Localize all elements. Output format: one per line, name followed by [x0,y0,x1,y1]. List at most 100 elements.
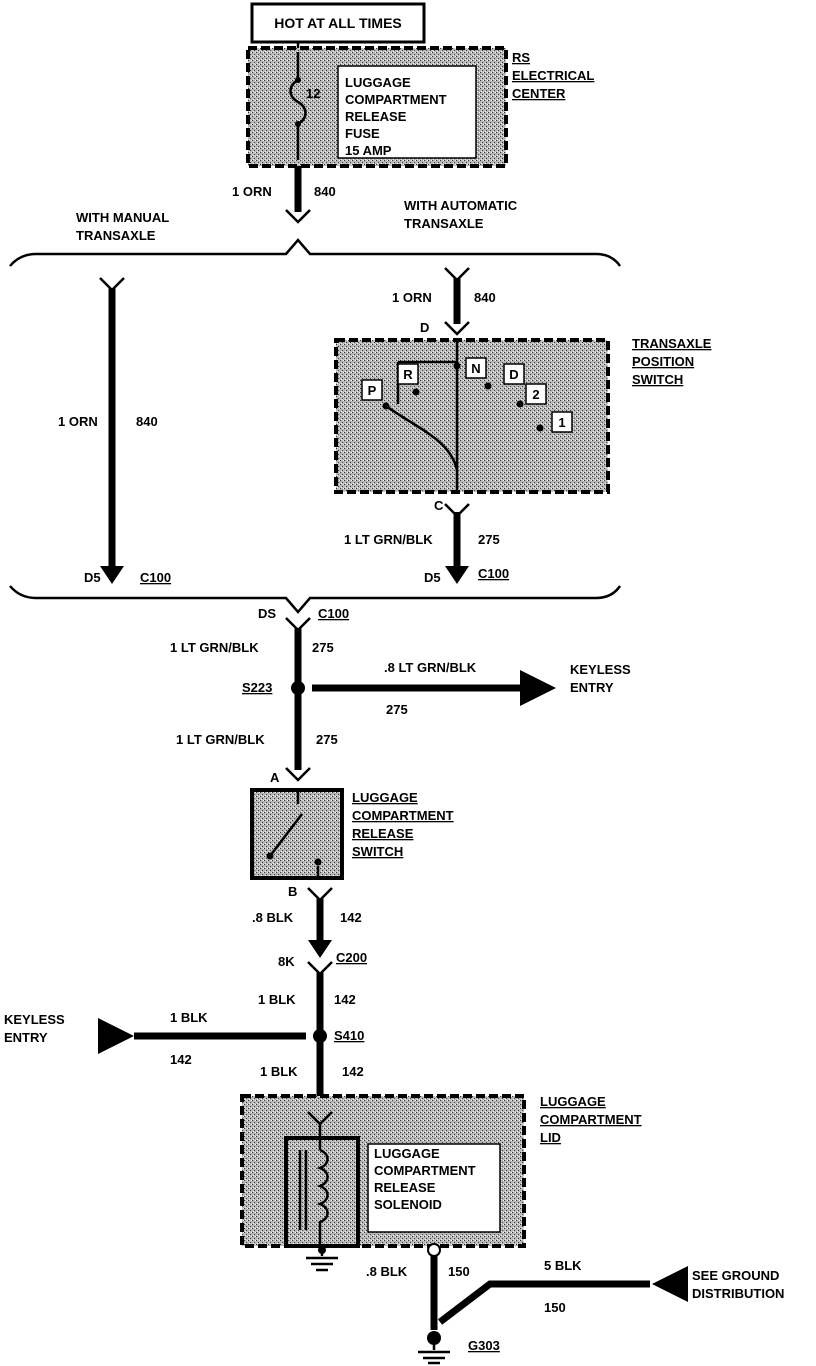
variant-brace-top [9,238,622,267]
wire-label: 1 ORN [58,414,98,429]
lid-name: COMPARTMENT [540,1112,642,1127]
svg-text:D: D [509,367,518,382]
tps-pin-in: D [420,320,429,335]
wire-label: 1 LT GRN/BLK [176,732,265,747]
switch-pin-out: B [288,884,297,899]
switch-contact-icon [269,790,320,878]
svg-text:2: 2 [532,387,539,402]
wire-circuit: 840 [314,184,336,199]
connector-name: C200 [336,950,367,965]
power-source-box [250,2,426,44]
transaxle-switch-name: TRANSAXLE [632,336,712,351]
lid-name: LID [540,1130,561,1145]
wire-circuit: 275 [316,732,338,747]
wire-circuit: 142 [342,1064,364,1079]
release-switch-name: RELEASE [352,826,414,841]
wire-label: 1 BLK [260,1064,298,1079]
fuse-label-line: FUSE [345,126,380,141]
position-1 [551,411,573,433]
wire-label: .8 BLK [366,1264,408,1279]
electrical-center-name: CENTER [512,86,566,101]
wire-circuit: 142 [334,992,356,1007]
solenoid-label: LUGGAGE [374,1146,440,1161]
transaxle-switch-name: SWITCH [632,372,683,387]
release-switch-name: SWITCH [352,844,403,859]
keyless-entry-left: ENTRY [4,1030,48,1045]
electrical-center-name: RS [512,50,530,65]
ground-distribution-label: DISTRIBUTION [692,1286,784,1301]
position-n [465,357,487,379]
connector-name: C100 [140,570,171,585]
wire-label: 1 LT GRN/BLK [344,532,433,547]
fuse-label-line: 15 AMP [345,143,392,158]
wire-circuit: 840 [474,290,496,305]
wire-circuit: 142 [340,910,362,925]
splice-s410 [313,1029,327,1043]
lid-name: LUGGAGE [540,1094,606,1109]
power-source-label: HOT AT ALL TIMES [274,15,402,31]
tps-pin-out: C [434,498,444,513]
wire-circuit: 142 [170,1052,192,1067]
solenoid-label-box [367,1143,501,1233]
connector-pin: D5 [424,570,441,585]
svg-text:1: 1 [558,415,565,430]
ground-name: G303 [468,1338,500,1353]
release-switch-name: LUGGAGE [352,790,418,805]
release-switch-box [250,788,344,880]
connector-pin: DS [258,606,276,621]
svg-text:N: N [471,361,480,376]
connector-name: C100 [318,606,349,621]
position-p [361,379,383,401]
wire-label: 1 ORN [232,184,272,199]
position-r [397,363,419,385]
svg-text:R: R [403,367,413,382]
splice-s223 [291,681,305,695]
ground-terminal [427,1243,441,1257]
position-2 [525,383,547,405]
keyless-entry-right: ENTRY [570,680,614,695]
wire-circuit: 275 [386,702,408,717]
connector-pin: D5 [84,570,101,585]
variant-automatic: WITH AUTOMATIC [404,198,518,213]
wire-label: .8 LT GRN/BLK [384,660,477,675]
case-ground-icon [306,1246,338,1272]
transaxle-switch-name: POSITION [632,354,694,369]
fuse-label-line: COMPARTMENT [345,92,447,107]
wire-circuit: 275 [478,532,500,547]
wire-circuit: 275 [312,640,334,655]
release-switch-name: COMPARTMENT [352,808,454,823]
connector-pin: 8K [278,954,295,969]
splice-label: S223 [242,680,272,695]
keyless-entry-left: KEYLESS [4,1012,65,1027]
splice-label: S410 [334,1028,364,1043]
position-d [503,363,525,385]
variant-manual: TRANSAXLE [76,228,156,243]
wire-circuit: 150 [544,1300,566,1315]
variant-automatic: TRANSAXLE [404,216,484,231]
fuse-number: 12 [306,86,320,101]
connector-name: C100 [478,566,509,581]
fuse-label-line: LUGGAGE [345,75,411,90]
wire-circuit: 840 [136,414,158,429]
solenoid-label: SOLENOID [374,1197,442,1212]
fuse-label-box [337,65,477,159]
wire-label: 1 BLK [170,1010,208,1025]
wire-label: 1 LT GRN/BLK [170,640,259,655]
solenoid-label: COMPARTMENT [374,1163,476,1178]
electrical-center-name: ELECTRICAL [512,68,594,83]
wire-circuit: 150 [448,1264,470,1279]
fuse-label-line: RELEASE [345,109,407,124]
variant-manual: WITH MANUAL [76,210,169,225]
solenoid-coil-icon [316,1148,329,1246]
keyless-entry-right: KEYLESS [570,662,631,677]
solenoid-label: RELEASE [374,1180,436,1195]
wire-label: 1 ORN [392,290,432,305]
svg-text:P: P [368,383,377,398]
wire-label: 1 BLK [258,992,296,1007]
ground-icon [418,1331,450,1365]
variant-brace-bottom [9,585,622,614]
ground-distribution-label: SEE GROUND [692,1268,779,1283]
wire-label: 5 BLK [544,1258,582,1273]
switch-pin-in: A [270,770,280,785]
